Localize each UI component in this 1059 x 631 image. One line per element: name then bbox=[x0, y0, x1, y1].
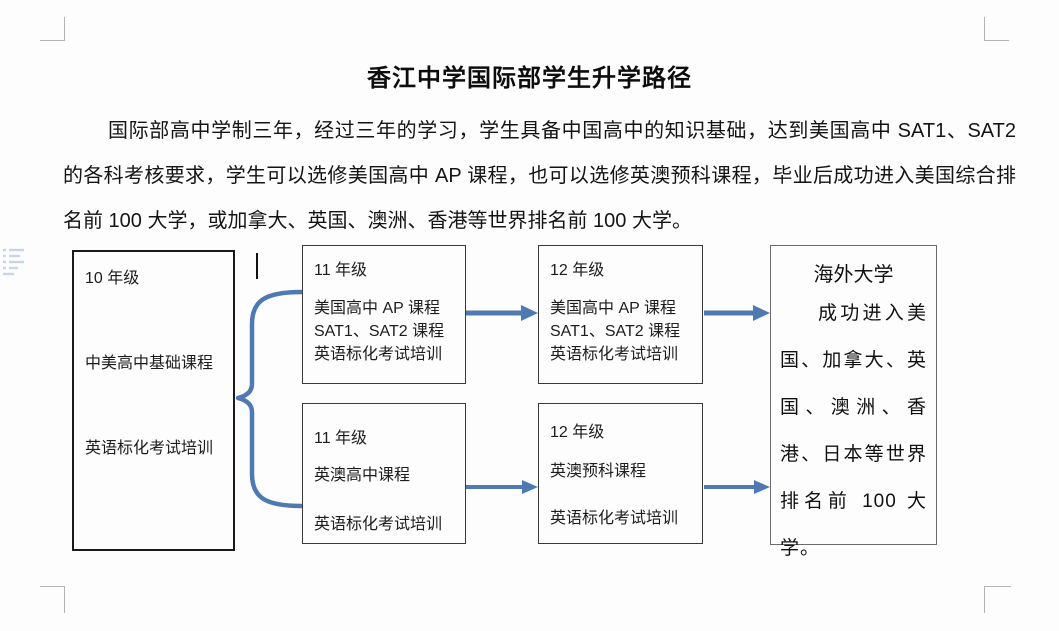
grade10-course2: 英语标化考试培训 bbox=[85, 440, 214, 457]
margin-crop-mark-top-left bbox=[40, 17, 65, 41]
grade12-uk-course1: 英澳预科课程 bbox=[550, 463, 647, 480]
grade12-uk-label: 12 年级 bbox=[550, 424, 605, 441]
arrow-grade11us-to-grade12us[interactable] bbox=[466, 303, 538, 323]
grade12-uk-course2: 英语标化考试培训 bbox=[550, 510, 679, 527]
arrow-grade11uk-to-grade12uk[interactable] bbox=[466, 477, 538, 497]
grade11-us-course1: 美国高中 AP 课程 bbox=[314, 300, 440, 317]
arrow-grade12uk-to-overseas[interactable] bbox=[704, 477, 770, 497]
grade12-us-box[interactable]: 12 年级 美国高中 AP 课程 SAT1、SAT2 课程 英语标化考试培训 bbox=[538, 245, 703, 384]
object-anchor-icon bbox=[2, 246, 28, 281]
grade11-uk-box[interactable]: 11 年级 英澳高中课程 英语标化考试培训 bbox=[302, 403, 466, 544]
grade11-us-box[interactable]: 11 年级 美国高中 AP 课程 SAT1、SAT2 课程 英语标化考试培训 bbox=[302, 245, 466, 384]
margin-crop-mark-bottom-right bbox=[984, 586, 1011, 613]
arrow-head bbox=[521, 305, 538, 321]
text-cursor bbox=[256, 253, 258, 279]
intro-paragraph: 国际部高中学制三年，经过三年的学习，学生具备中国高中的知识基础，达到美国高中 S… bbox=[63, 120, 1016, 232]
overseas-body: 成功进入美国、加拿大、英国、澳洲、香港、日本等世界排名前 100 大学。 bbox=[780, 303, 927, 559]
grade10-label: 10 年级 bbox=[85, 270, 140, 287]
grade10-box[interactable]: 10 年级 中美高中基础课程 英语标化考试培训 bbox=[72, 250, 235, 551]
brace-connector[interactable] bbox=[236, 284, 306, 514]
grade10-course1: 中美高中基础课程 bbox=[85, 355, 214, 372]
grade11-uk-label: 11 年级 bbox=[314, 430, 368, 447]
arrow-head bbox=[522, 480, 538, 494]
arrow-grade12us-to-overseas[interactable] bbox=[704, 303, 770, 323]
brace-path bbox=[236, 289, 305, 509]
margin-crop-mark-bottom-left bbox=[40, 586, 65, 613]
grade12-uk-box[interactable]: 12 年级 英澳预科课程 英语标化考试培训 bbox=[538, 403, 703, 544]
grade12-us-course2: SAT1、SAT2 课程 bbox=[550, 323, 681, 340]
grade12-us-course1: 美国高中 AP 课程 bbox=[550, 300, 676, 317]
arrow-head bbox=[754, 480, 770, 494]
grade11-uk-course1: 英澳高中课程 bbox=[314, 467, 411, 484]
grade11-us-label: 11 年级 bbox=[314, 262, 368, 279]
overseas-university-box[interactable]: 海外大学 成功进入美国、加拿大、英国、澳洲、香港、日本等世界排名前 100 大学… bbox=[770, 245, 937, 559]
grade12-us-course3: 英语标化考试培训 bbox=[550, 346, 679, 363]
grade11-us-course3: 英语标化考试培训 bbox=[314, 346, 443, 363]
arrow-head bbox=[753, 305, 770, 321]
grade11-us-course2: SAT1、SAT2 课程 bbox=[314, 323, 445, 340]
page-title: 香江中学国际部学生升学路径 bbox=[367, 65, 692, 93]
overseas-heading: 海外大学 bbox=[813, 264, 894, 286]
grade11-uk-course2: 英语标化考试培训 bbox=[314, 516, 443, 533]
grade12-us-label: 12 年级 bbox=[550, 262, 605, 279]
margin-crop-mark-top-right bbox=[984, 17, 1009, 41]
